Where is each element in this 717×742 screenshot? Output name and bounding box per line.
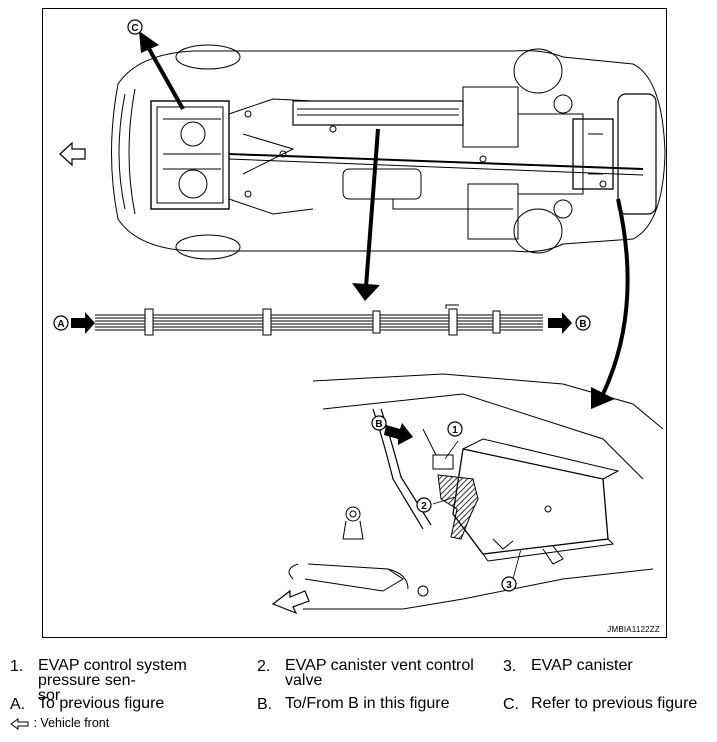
vehicle-front-legend: : Vehicle front — [10, 716, 109, 730]
legend-text-1-line2: sor — [38, 687, 61, 704]
callout-3-label: 3 — [506, 580, 512, 591]
callout-2-label: 2 — [421, 501, 427, 512]
legend-letter-c: C. — [503, 696, 519, 713]
hose-bundle-view — [95, 304, 543, 336]
callout-1-label: 1 — [452, 425, 458, 436]
legend-text-1-line1: EVAP control system pressure sen- — [38, 657, 187, 689]
callout-b-label: B — [579, 319, 586, 330]
pressure-sensor-part — [432, 454, 454, 470]
vehicle-underbody-view — [111, 44, 666, 260]
canister-detail-view — [288, 373, 664, 610]
callout-circles — [53, 19, 591, 592]
figure-id: JMBIA1122ZZ — [607, 625, 660, 634]
callout-c-arrow — [139, 31, 185, 110]
legend-num-3: 3. — [503, 658, 517, 675]
vehicle-front-legend-text: : Vehicle front — [33, 716, 110, 730]
legend-letter-a: A. — [10, 696, 26, 713]
legend-text-3: EVAP canister — [531, 657, 633, 674]
legend-text-b: To/From B in this figure — [285, 695, 450, 712]
legend-num-2: 2. — [257, 658, 271, 675]
legend-text-2: EVAP canister vent control valve — [285, 657, 474, 689]
vehicle-front-detail-arrow-icon — [271, 589, 310, 615]
legend-letter-b: B. — [257, 696, 273, 713]
arrow-a-icon — [71, 312, 95, 334]
vent-control-valve-part — [437, 474, 479, 540]
callout-a-label: A — [57, 319, 64, 330]
arrow-b-icon — [548, 312, 572, 334]
view-arrow-down — [352, 128, 380, 301]
evap-diagram-figure: C A B B 1 2 3 JMBIA1122ZZ — [42, 8, 667, 638]
legend-text-a: To previous figure — [38, 695, 165, 712]
legend-text-1: EVAP control system pressure sen- sor — [38, 657, 248, 704]
legend-num-1: 1. — [10, 658, 24, 675]
arrow-b-detail-icon — [384, 423, 413, 445]
diagram-drawing: C A B B 1 2 3 — [53, 19, 666, 615]
legend-text-c: Refer to previous figure — [531, 695, 698, 712]
vehicle-front-arrow-icon — [59, 141, 86, 167]
callout-c-label: C — [131, 23, 138, 34]
detail-view-arrow — [591, 198, 630, 409]
vehicle-front-legend-icon — [10, 717, 29, 730]
callout-b-detail-label: B — [375, 419, 382, 430]
